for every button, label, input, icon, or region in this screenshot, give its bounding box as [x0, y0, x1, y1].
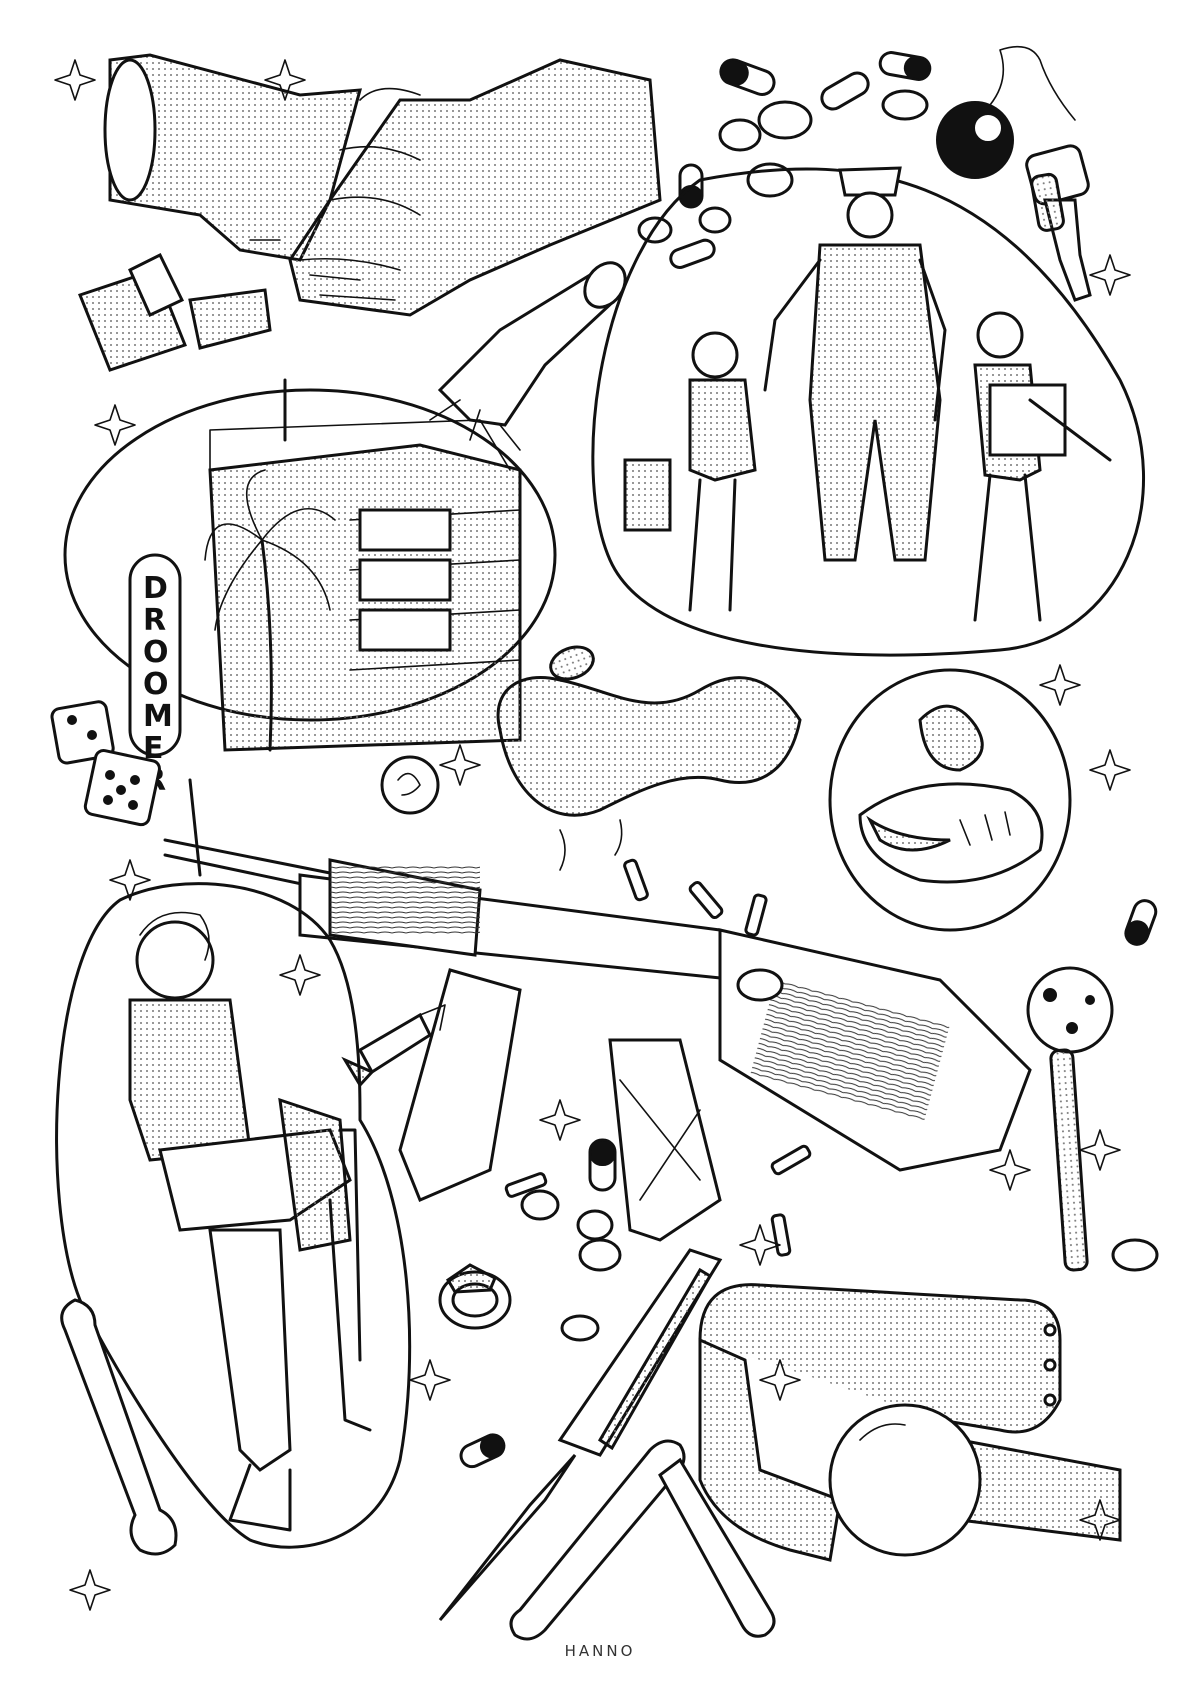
- sign-letter: O: [143, 635, 169, 670]
- mouth-illustration: [828, 668, 1072, 932]
- artist-signature: HANNO: [564, 1642, 636, 1660]
- butterfly-knife-illustration: [438, 1248, 723, 1621]
- zippo-lighter-illustration: [78, 252, 272, 372]
- broken-bottle-illustration: [429, 261, 627, 451]
- sign-letter: O: [143, 667, 169, 702]
- soldier-with-children-illustration: [591, 166, 1145, 657]
- ring-illustration: [438, 1263, 512, 1330]
- hotel-illustration: D R O O M E R: [63, 378, 557, 798]
- sign-letter: D: [143, 571, 168, 606]
- eight-ball-keychain-illustration: [936, 45, 1092, 302]
- sign-letter: E: [143, 731, 164, 766]
- handshake-illustration: [103, 53, 662, 317]
- sign-letter: M: [143, 699, 173, 734]
- sparkles-decoration: [54, 59, 1131, 1611]
- ball-gag-illustration: [698, 1283, 1122, 1562]
- lollipop-illustration: [1026, 966, 1114, 1272]
- man-in-tank-top-illustration: [55, 882, 412, 1549]
- sign-letter: R: [143, 603, 166, 638]
- condom-illustration: [496, 675, 802, 871]
- cigarette-butt-illustration: [341, 1004, 446, 1088]
- coins-illustration: [380, 645, 595, 815]
- scattered-pills-illustration: [459, 899, 1159, 1469]
- dice-illustration: [50, 700, 161, 827]
- bones-illustration: [60, 1298, 776, 1641]
- bullet-casings-illustration: [504, 858, 812, 1257]
- pills-illustration: [637, 51, 932, 269]
